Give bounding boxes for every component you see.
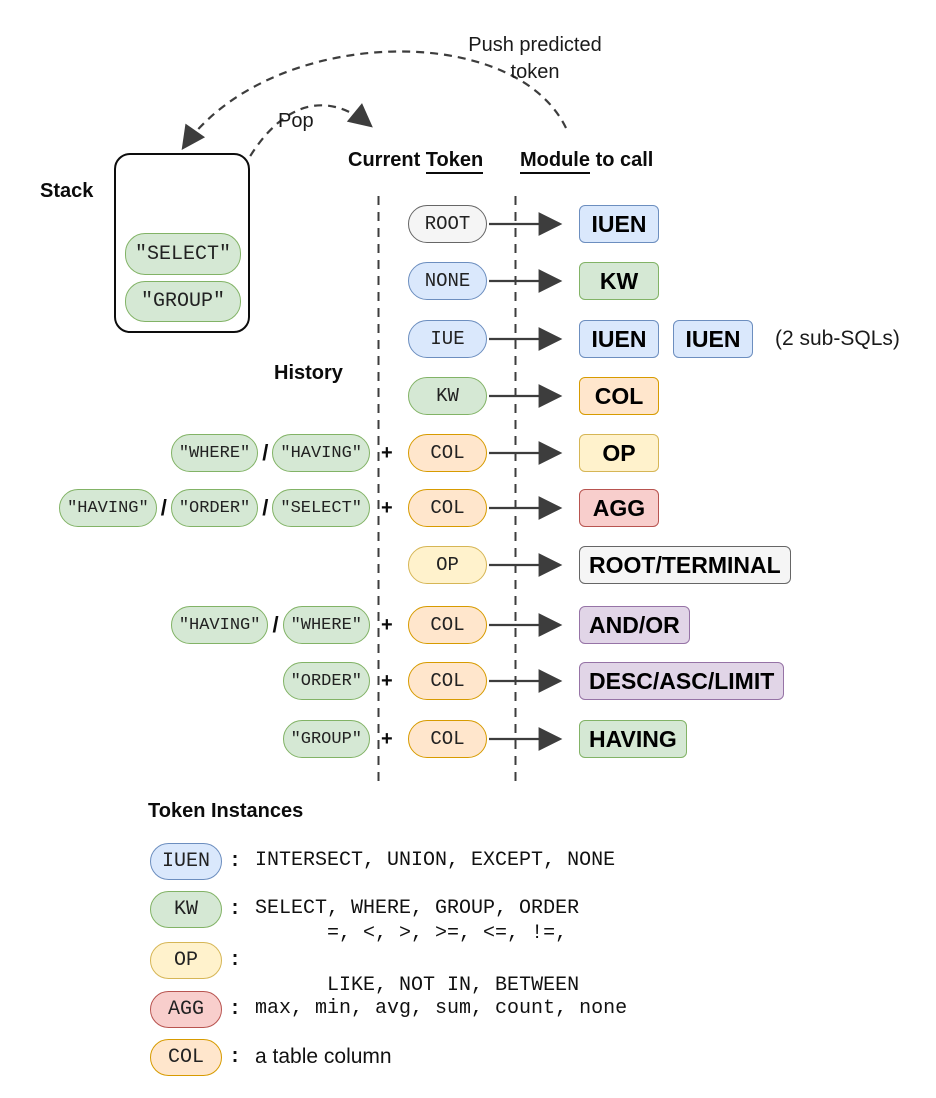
legend-entry: KW : SELECT, WHERE, GROUP, ORDER xyxy=(150,890,579,928)
stack-box: "SELECT" "GROUP" xyxy=(114,153,250,333)
push-label-line2: token xyxy=(510,61,560,83)
push-label: Push predicted token xyxy=(450,32,620,86)
token-pill: NONE xyxy=(408,262,487,300)
legend-value: max, min, avg, sum, count, none xyxy=(255,997,628,1020)
legend-value-line2: LIKE, NOT IN, BETWEEN xyxy=(327,974,580,997)
legend-value: INTERSECT, UNION, EXCEPT, NONE xyxy=(255,849,616,872)
legend-value: =, <, >, >=, <=, !=, LIKE, NOT IN, BETWE… xyxy=(255,895,579,1025)
push-curve-arrow xyxy=(181,50,567,150)
legend-entry: IUEN : INTERSECT, UNION, EXCEPT, NONE xyxy=(150,842,615,880)
legend-entry: OP : =, <, >, >=, <=, !=, LIKE, NOT IN, … xyxy=(150,922,579,997)
legend-value: a table column xyxy=(255,1045,392,1068)
history-pill: "ORDER" xyxy=(170,489,259,527)
history-pill: "WHERE" xyxy=(170,434,259,472)
history-group: "WHERE" / "HAVING" xyxy=(170,434,370,472)
mapping-row: "HAVING" / "WHERE" + COL AND/OR xyxy=(0,606,936,644)
history-pill: "HAVING" xyxy=(272,434,370,472)
module-header-underlined: Module xyxy=(520,149,590,174)
push-label-line1: Push predicted xyxy=(468,34,602,56)
token-pill: COL xyxy=(408,434,487,472)
current-token-header-underlined: Token xyxy=(425,149,484,174)
module-box: IUEN xyxy=(579,320,659,358)
mapping-row: "ORDER" + COL DESC/ASC/LIMIT xyxy=(0,662,936,700)
plus-sign: + xyxy=(381,727,393,750)
history-group: "HAVING" / "ORDER" / "SELECT" xyxy=(59,489,370,527)
history-pill: "ORDER" xyxy=(282,662,370,700)
pop-label: Pop xyxy=(278,110,314,132)
legend-entry: COL : a table column xyxy=(150,1038,392,1076)
slash-separator: / xyxy=(262,495,269,520)
history-group: "ORDER" xyxy=(282,662,370,700)
mapping-row: IUE IUEN IUEN (2 sub-SQLs) xyxy=(0,320,936,358)
current-token-header-prefix: Current xyxy=(348,149,426,171)
legend-title: Token Instances xyxy=(148,800,304,822)
module-header: Module to call xyxy=(520,149,654,174)
module-box: AND/OR xyxy=(579,606,690,644)
token-pill: ROOT xyxy=(408,205,487,243)
plus-sign: + xyxy=(381,613,393,636)
history-group: "HAVING" / "WHERE" xyxy=(170,606,370,644)
mapping-row: OP ROOT/TERMINAL xyxy=(0,546,936,584)
pop-curve-arrow xyxy=(215,103,373,234)
module-box: COL xyxy=(579,377,659,415)
legend-token-pill: IUEN xyxy=(150,842,222,880)
stack-item: "GROUP" xyxy=(125,281,241,322)
token-pill: KW xyxy=(408,377,487,415)
history-pill: "HAVING" xyxy=(59,489,157,527)
token-pill: IUE xyxy=(408,320,487,358)
colon-separator: : xyxy=(229,948,242,972)
token-pill: COL xyxy=(408,489,487,527)
stack-item: "SELECT" xyxy=(125,233,241,275)
legend-token-pill: KW xyxy=(150,890,222,928)
legend-token-pill: COL xyxy=(150,1038,222,1076)
legend-token-pill: OP xyxy=(150,941,222,979)
colon-separator: : xyxy=(229,849,242,873)
module-box: IUEN xyxy=(673,320,753,358)
history-pill: "WHERE" xyxy=(282,606,370,644)
token-pill: OP xyxy=(408,546,487,584)
mapping-row: "HAVING" / "ORDER" / "SELECT" + COL AGG xyxy=(0,489,936,527)
module-header-suffix: to call xyxy=(595,149,654,171)
plus-sign: + xyxy=(381,441,393,464)
module-box: IUEN xyxy=(579,205,659,243)
module-box: AGG xyxy=(579,489,659,527)
history-pill: "SELECT" xyxy=(272,489,370,527)
colon-separator: : xyxy=(229,1045,242,1069)
plus-sign: + xyxy=(381,669,393,692)
token-pill: COL xyxy=(408,606,487,644)
colon-separator: : xyxy=(229,897,242,921)
mapping-row: KW COL xyxy=(0,377,936,415)
current-token-header: Current Token xyxy=(348,149,484,174)
history-pill: "HAVING" xyxy=(170,606,269,644)
legend-entry: AGG : max, min, avg, sum, count, none xyxy=(150,990,627,1028)
module-box: DESC/ASC/LIMIT xyxy=(579,662,785,700)
plus-sign: + xyxy=(381,496,393,519)
history-group: "GROUP" xyxy=(282,720,370,758)
token-pill: COL xyxy=(408,720,487,758)
history-pill: "GROUP" xyxy=(282,720,370,758)
mapping-row: ROOT IUEN xyxy=(0,205,936,243)
history-label: History xyxy=(274,362,343,384)
module-box: KW xyxy=(579,262,659,300)
slash-separator: / xyxy=(272,612,279,637)
legend-value: SELECT, WHERE, GROUP, ORDER xyxy=(255,897,580,920)
slash-separator: / xyxy=(262,440,269,465)
stack-title: Stack xyxy=(40,180,94,202)
mapping-row: NONE KW xyxy=(0,262,936,300)
legend-token-pill: AGG xyxy=(150,990,222,1028)
colon-separator: : xyxy=(229,997,242,1021)
module-box: OP xyxy=(579,434,659,472)
token-pill: COL xyxy=(408,662,487,700)
mapping-row: "WHERE" / "HAVING" + COL OP xyxy=(0,434,936,472)
slash-separator: / xyxy=(160,495,167,520)
mapping-row: "GROUP" + COL HAVING xyxy=(0,720,936,758)
module-box: ROOT/TERMINAL xyxy=(579,546,791,584)
module-box: HAVING xyxy=(579,720,687,758)
legend-value-line1: =, <, >, >=, <=, !=, xyxy=(327,922,568,945)
row-note: (2 sub-SQLs) xyxy=(775,327,900,350)
